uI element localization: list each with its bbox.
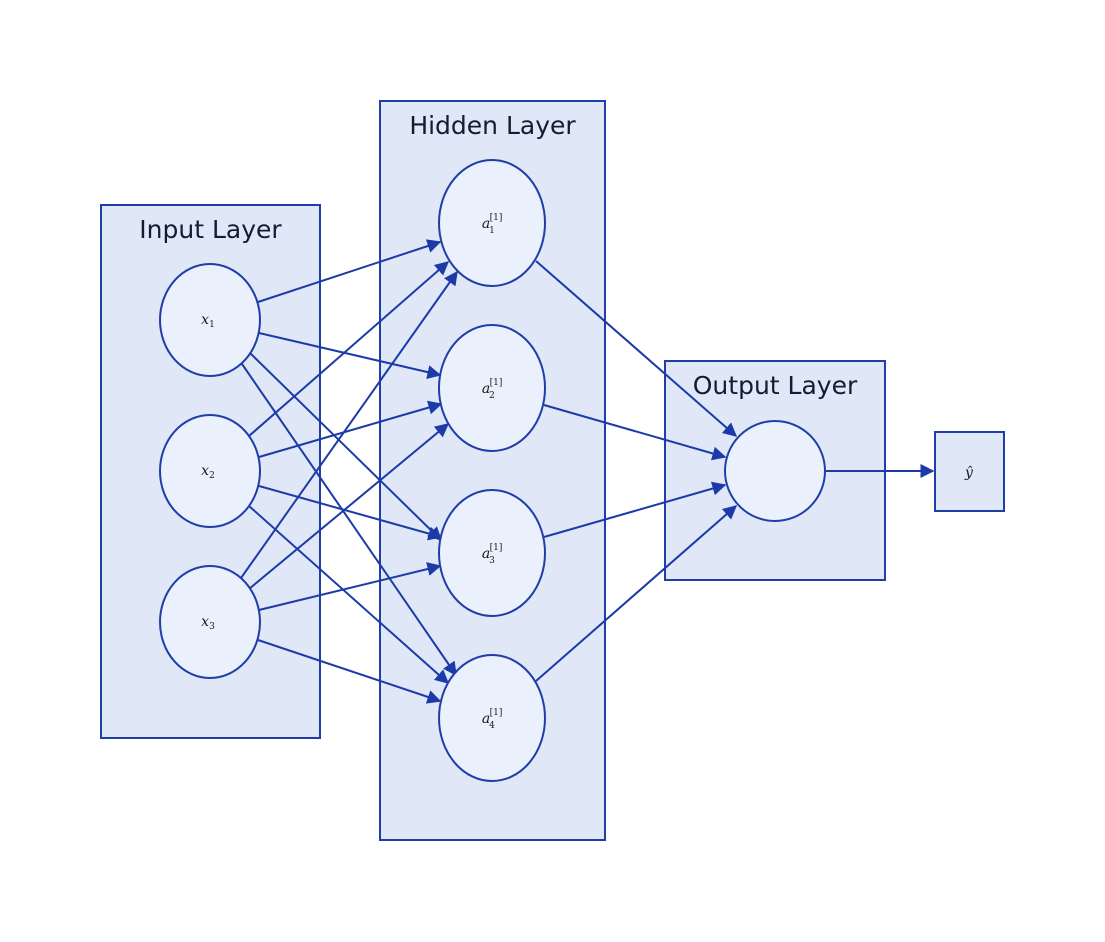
svg-text:2: 2 — [489, 391, 495, 401]
prediction-box — [934, 431, 1005, 512]
hidden-layer-title: Hidden Layer — [409, 111, 576, 140]
edge-x3-a3 — [258, 562, 442, 611]
svg-text:a: a — [482, 381, 490, 397]
output-layer-title: Output Layer — [693, 371, 858, 400]
svg-text:x2: x2 — [201, 463, 215, 481]
output-node — [724, 420, 826, 522]
edge-x2-a4 — [248, 505, 450, 684]
edge-a4-out — [535, 505, 738, 682]
edge-x2-a1 — [248, 261, 450, 437]
edge-x1-a4 — [241, 363, 457, 677]
svg-text:[1]: [1] — [490, 213, 503, 223]
input-layer-title: Input Layer — [139, 215, 282, 244]
hidden-node-3: a [1] 3 — [438, 489, 546, 617]
svg-text:x1: x1 — [201, 312, 215, 330]
edge-x1-a3 — [249, 352, 443, 541]
edge-x1-a2 — [258, 332, 442, 379]
hidden-node-1: a [1] 1 — [438, 159, 546, 287]
hidden-node-4: a [1] 4 — [438, 654, 546, 782]
hidden-node-2: a [1] 2 — [438, 324, 546, 452]
svg-text:a: a — [482, 711, 490, 727]
edge-x2-a3 — [258, 485, 443, 541]
svg-text:3: 3 — [489, 556, 495, 566]
edges — [240, 239, 935, 704]
svg-text:x3: x3 — [201, 614, 215, 632]
edge-a2-out — [543, 404, 727, 461]
input-node-2: x2 — [159, 414, 261, 528]
edge-x3-a1 — [240, 270, 458, 579]
svg-text:[1]: [1] — [490, 543, 503, 553]
edge-x2-a2 — [258, 400, 443, 458]
svg-text:a: a — [482, 546, 490, 562]
svg-text:1: 1 — [489, 226, 495, 236]
svg-text:a: a — [482, 216, 490, 232]
svg-text:[1]: [1] — [490, 708, 503, 718]
input-node-3: x3 — [159, 565, 261, 679]
edge-a3-out — [543, 481, 727, 538]
edge-x3-a2 — [248, 423, 450, 590]
input-node-1: x1 — [159, 263, 261, 377]
prediction-label: ŷ — [964, 464, 974, 481]
svg-text:4: 4 — [489, 721, 495, 731]
edge-a1-out — [535, 260, 738, 437]
svg-text:[1]: [1] — [490, 378, 503, 388]
edge-x1-a1 — [257, 239, 442, 303]
edge-x3-a4 — [257, 639, 442, 704]
